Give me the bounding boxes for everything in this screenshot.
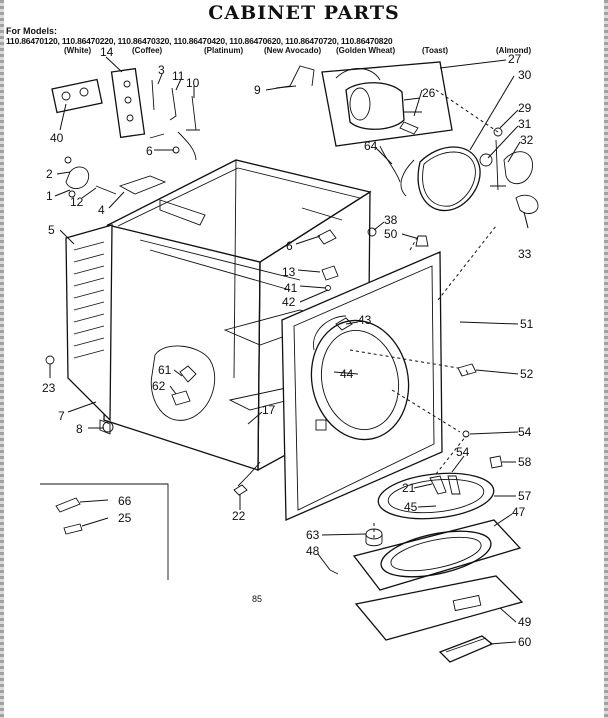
callout-5: 5	[48, 223, 55, 237]
scan-edge-right	[604, 0, 608, 718]
callout-58: 58	[518, 455, 532, 469]
callout-42: 42	[282, 295, 296, 309]
callout-2: 2	[46, 167, 53, 181]
callout-32: 32	[520, 133, 534, 147]
callout-31: 31	[518, 117, 532, 131]
callout-66: 66	[118, 494, 132, 508]
callout-44: 44	[340, 367, 354, 381]
callout-48: 48	[306, 544, 320, 558]
callout-62: 62	[152, 379, 166, 393]
color-almond: (Almond)	[496, 46, 532, 55]
door-assembly	[329, 472, 524, 663]
top-left-small-parts	[51, 67, 200, 161]
callout-27: 27	[508, 52, 522, 66]
callout-4: 4	[98, 203, 105, 217]
callout-57: 57	[518, 489, 532, 503]
page-number: 85	[252, 594, 262, 604]
callout-51: 51	[520, 317, 534, 331]
color-platinum: (Platinum)	[204, 46, 244, 55]
callout-54-right: 54	[518, 425, 532, 439]
callout-43: 43	[358, 313, 372, 327]
callout-25: 25	[118, 511, 132, 525]
inset-parts	[40, 483, 169, 580]
callout-6-top: 6	[146, 144, 153, 158]
callout-21: 21	[402, 481, 416, 495]
callout-52: 52	[520, 367, 534, 381]
callout-60: 60	[518, 635, 532, 649]
callout-11: 11	[172, 69, 185, 83]
callout-9: 9	[254, 83, 261, 97]
models-heading: For Models:	[6, 26, 57, 36]
callout-10: 10	[186, 76, 200, 90]
callout-7: 7	[58, 409, 65, 423]
callout-45: 45	[404, 500, 418, 514]
callout-6-mid: 6	[286, 239, 293, 253]
cabinet-shell	[45, 156, 372, 496]
callout-13: 13	[282, 265, 296, 279]
right-hardware	[457, 363, 503, 469]
callout-33: 33	[518, 247, 532, 261]
color-coffee: (Coffee)	[132, 46, 163, 55]
callout-26: 26	[422, 86, 436, 100]
color-new-avocado: (New Avocado)	[264, 46, 322, 55]
callout-22: 22	[232, 509, 246, 523]
callout-49: 49	[518, 615, 532, 629]
callout-40: 40	[50, 131, 64, 145]
middle-clips	[301, 207, 429, 291]
callout-50: 50	[384, 227, 398, 241]
model-numbers: 110.86470120, 110.86470220, 110.86470320…	[6, 36, 393, 46]
color-golden-wheat: (Golden Wheat)	[336, 46, 396, 55]
callout-61: 61	[158, 363, 172, 377]
callout-41: 41	[284, 281, 298, 295]
callout-3: 3	[158, 63, 165, 77]
callout-8: 8	[76, 422, 83, 436]
callout-29: 29	[518, 101, 532, 115]
leader-lines	[49, 56, 529, 645]
callout-17: 17	[262, 403, 276, 417]
callout-47: 47	[512, 505, 526, 519]
callout-38: 38	[384, 213, 398, 227]
motor-assembly	[275, 61, 539, 214]
assembly-dashed-lines	[349, 89, 499, 538]
callout-54-door: 54	[456, 445, 470, 459]
callout-30: 30	[518, 68, 532, 82]
front-panel	[281, 251, 470, 521]
callout-labels: 14 3 11 10 9 27 30 26 40 64 6 29 31 32 2…	[42, 45, 534, 649]
color-white: (White)	[64, 46, 92, 55]
callout-14: 14	[100, 45, 114, 59]
scan-edge-left	[0, 0, 4, 718]
callout-23: 23	[42, 381, 56, 395]
color-toast: (Toast)	[422, 46, 449, 55]
callout-63: 63	[306, 528, 320, 542]
callout-12: 12	[70, 195, 84, 209]
diagram-title: CABINET PARTS	[208, 2, 400, 24]
callout-1: 1	[46, 189, 53, 203]
callout-64: 64	[364, 139, 378, 153]
